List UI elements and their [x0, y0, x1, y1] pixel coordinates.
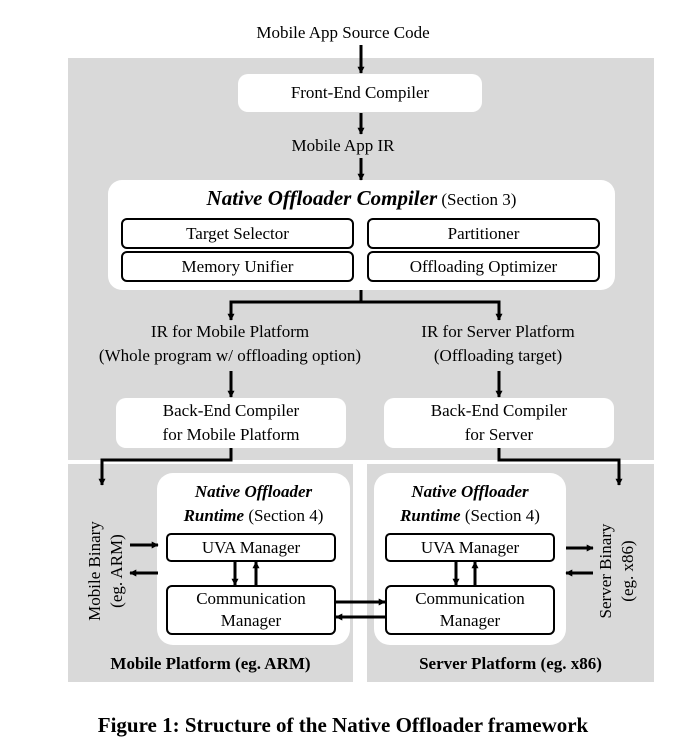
mobile-runtime-title1: Native Offloader — [194, 482, 313, 501]
arrow-compiler-split-server — [361, 300, 503, 321]
ir-server-label: IR for Server Platform (Offloading targe… — [398, 320, 598, 368]
ir-server-line1: IR for Server Platform — [421, 322, 575, 341]
ir-mobile-line1: IR for Mobile Platform — [150, 322, 310, 341]
mobile-comm-line1: Communication — [196, 589, 306, 608]
backend-server-line2: for Server — [464, 425, 534, 444]
ir-server-line2: (Offloading target) — [433, 346, 563, 365]
mobile-uva-manager-box: UVA Manager — [166, 533, 336, 562]
server-comm-line2: Manager — [439, 611, 501, 630]
server-communication-manager-box: Communication Manager — [385, 585, 555, 635]
backend-server-line1: Back-End Compiler — [430, 401, 568, 420]
compiler-title-text: Native Offloader Compiler — [206, 186, 438, 210]
offloading-optimizer-box: Offloading Optimizer — [367, 251, 600, 282]
partitioner-box: Partitioner — [367, 218, 600, 249]
backend-server-box: Back-End Compiler for Server — [384, 398, 614, 448]
server-uva-manager-label: UVA Manager — [420, 537, 520, 557]
target-selector-label: Target Selector — [186, 223, 289, 243]
server-runtime-title: Native Offloader Runtime (Section 4) — [374, 480, 566, 528]
source-code-label: Mobile App Source Code — [256, 23, 430, 42]
mobile-comm-line2: Manager — [220, 611, 282, 630]
offloading-optimizer-label: Offloading Optimizer — [409, 256, 558, 276]
figure-caption: Figure 1: Structure of the Native Offloa… — [97, 713, 589, 737]
mobile-platform-label: Mobile Platform (eg. ARM) — [110, 654, 311, 673]
front-end-compiler-label: Front-End Compiler — [290, 83, 430, 102]
front-end-compiler-box: Front-End Compiler — [238, 74, 482, 112]
arrow-backend-to-server-binary — [497, 448, 623, 486]
compiler-title: Native Offloader Compiler (Section 3) — [108, 186, 615, 212]
backend-mobile-box: Back-End Compiler for Mobile Platform — [116, 398, 346, 448]
memory-unifier-label: Memory Unifier — [181, 256, 294, 276]
backend-mobile-line2: for Mobile Platform — [162, 425, 300, 444]
server-comm-line1: Communication — [415, 589, 525, 608]
server-runtime-section: (Section 4) — [464, 506, 540, 525]
compiler-section: (Section 3) — [441, 190, 517, 209]
arrow-backend-to-mobile-binary — [98, 448, 233, 486]
server-platform-label: Server Platform (eg. x86) — [419, 654, 602, 673]
memory-unifier-box: Memory Unifier — [121, 251, 354, 282]
mobile-app-ir-label: Mobile App IR — [291, 136, 395, 155]
server-runtime-title1: Native Offloader — [411, 482, 529, 501]
server-uva-manager-box: UVA Manager — [385, 533, 555, 562]
ir-mobile-label: IR for Mobile Platform (Whole program w/… — [70, 320, 390, 368]
mobile-communication-manager-box: Communication Manager — [166, 585, 336, 635]
arrow-compiler-split-mobile — [227, 290, 363, 321]
mobile-runtime-title: Native Offloader Runtime (Section 4) — [157, 480, 350, 528]
mobile-runtime-section: (Section 4) — [248, 506, 324, 525]
mobile-runtime-title2: Runtime — [183, 506, 245, 525]
mobile-uva-manager-label: UVA Manager — [201, 537, 301, 557]
backend-mobile-line1: Back-End Compiler — [162, 401, 300, 420]
partitioner-label: Partitioner — [447, 223, 520, 243]
ir-mobile-line2: (Whole program w/ offloading option) — [98, 346, 362, 365]
target-selector-box: Target Selector — [121, 218, 354, 249]
server-runtime-title2: Runtime — [400, 506, 461, 525]
